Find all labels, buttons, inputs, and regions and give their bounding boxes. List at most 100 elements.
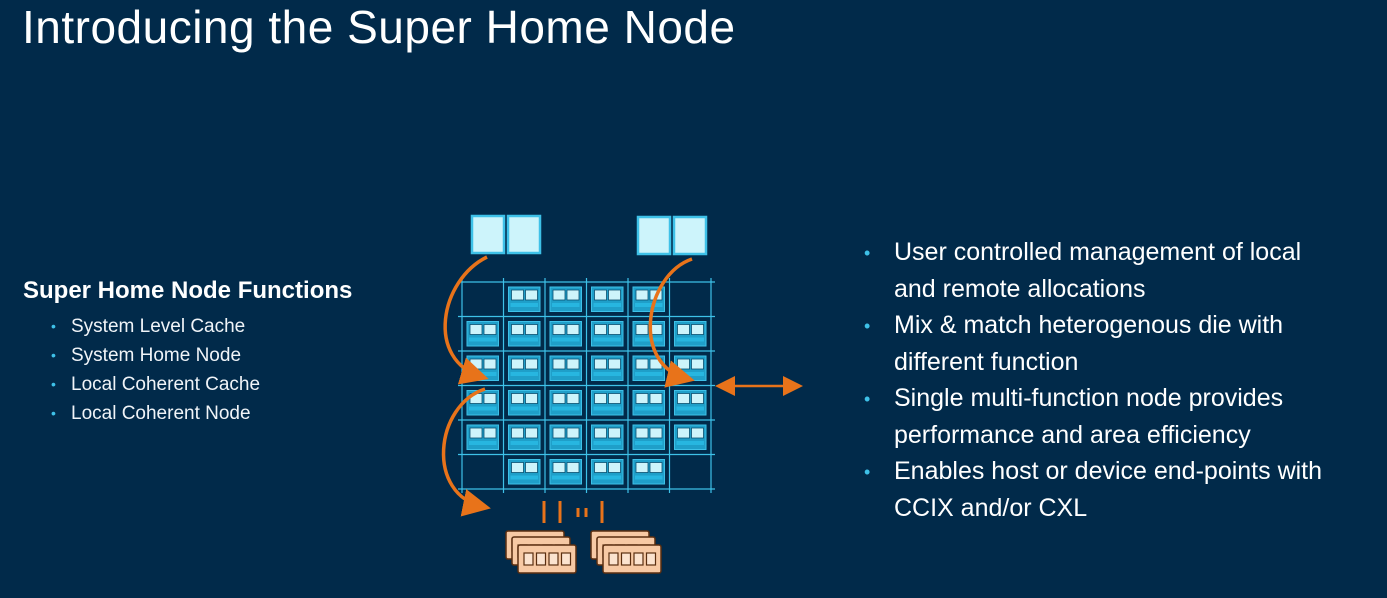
bullet-icon: • bbox=[51, 376, 56, 392]
node-cell bbox=[566, 358, 580, 370]
node-cell bbox=[552, 462, 566, 473]
mesh-node bbox=[591, 286, 624, 312]
node-cell bbox=[552, 358, 566, 370]
node-bar bbox=[635, 441, 663, 445]
mesh-node bbox=[549, 424, 582, 450]
node-cell bbox=[594, 358, 607, 370]
mesh-node bbox=[591, 424, 624, 450]
node-cell bbox=[635, 324, 649, 335]
node-cell bbox=[566, 462, 580, 473]
cache-block bbox=[506, 214, 542, 255]
module-chip bbox=[645, 552, 657, 566]
node-bar bbox=[510, 441, 538, 445]
node-bar bbox=[635, 475, 663, 480]
mesh-node bbox=[466, 321, 499, 347]
node-cell bbox=[635, 289, 649, 301]
mesh-node bbox=[549, 321, 582, 347]
bullet-icon: • bbox=[864, 462, 871, 482]
function-item: •Local Coherent Node bbox=[51, 399, 352, 428]
cache-block bbox=[672, 215, 708, 256]
mesh-node bbox=[508, 424, 541, 450]
node-cell bbox=[525, 358, 538, 370]
node-cell bbox=[525, 427, 538, 439]
node-cell bbox=[635, 393, 649, 404]
module-chip bbox=[523, 552, 534, 566]
node-cell bbox=[677, 393, 690, 404]
cache-block bbox=[470, 214, 506, 255]
flow-arrow bbox=[441, 387, 491, 517]
node-cell bbox=[649, 393, 663, 404]
node-cell bbox=[594, 462, 607, 473]
mesh-node bbox=[632, 459, 665, 485]
node-cell bbox=[649, 427, 663, 439]
slide-title: Introducing the Super Home Node bbox=[22, 1, 736, 53]
mesh-node bbox=[549, 390, 582, 416]
mesh-node bbox=[591, 459, 624, 485]
super-home-node-diagram bbox=[441, 214, 803, 574]
node-cell bbox=[635, 358, 649, 370]
node-bar bbox=[635, 372, 663, 376]
node-cell bbox=[483, 324, 497, 335]
node-bar bbox=[469, 441, 497, 445]
node-cell bbox=[566, 427, 580, 439]
node-bar bbox=[593, 303, 621, 307]
node-cell bbox=[525, 462, 538, 473]
node-bar bbox=[676, 337, 704, 342]
node-bar bbox=[510, 406, 538, 411]
node-cell bbox=[594, 324, 607, 335]
mesh-node bbox=[549, 286, 582, 312]
mesh-node bbox=[508, 390, 541, 416]
function-item: •System Home Node bbox=[51, 341, 352, 370]
bullet-icon: • bbox=[864, 316, 871, 336]
node-cell bbox=[608, 358, 621, 370]
module-chip bbox=[548, 552, 559, 566]
node-cell bbox=[525, 289, 538, 301]
node-cell bbox=[552, 324, 566, 335]
functions-panel: Super Home Node Functions •System Level … bbox=[23, 276, 352, 428]
bullet-icon: • bbox=[51, 347, 56, 363]
node-cell bbox=[608, 462, 621, 473]
benefit-item: •Mix & match heterogenous die with diffe… bbox=[864, 307, 1324, 380]
mesh-node bbox=[549, 355, 582, 381]
node-bar bbox=[552, 441, 580, 445]
mesh-node bbox=[549, 459, 582, 485]
node-cell bbox=[594, 393, 607, 404]
mesh-node bbox=[591, 390, 624, 416]
node-cell bbox=[608, 393, 621, 404]
bullet-icon: • bbox=[864, 243, 871, 263]
node-cell bbox=[483, 427, 497, 439]
node-cell bbox=[483, 393, 497, 404]
mesh-node bbox=[508, 459, 541, 485]
bullet-icon: • bbox=[864, 389, 871, 409]
node-cell bbox=[552, 289, 566, 301]
node-cell bbox=[511, 358, 524, 370]
benefits-list: •User controlled management of local and… bbox=[864, 234, 1324, 526]
module-body bbox=[517, 544, 577, 574]
node-cell bbox=[525, 393, 538, 404]
mesh-node bbox=[508, 321, 541, 347]
node-cell bbox=[552, 393, 566, 404]
node-cell bbox=[608, 289, 621, 301]
memory-modules bbox=[505, 530, 662, 574]
node-bar bbox=[593, 406, 621, 411]
node-bar bbox=[676, 406, 704, 411]
mesh-node bbox=[674, 390, 707, 416]
node-cell bbox=[594, 289, 607, 301]
node-cell bbox=[525, 324, 538, 335]
mesh-node bbox=[674, 321, 707, 347]
node-bar bbox=[510, 475, 538, 480]
node-bar bbox=[469, 406, 497, 411]
bullet-icon: • bbox=[51, 318, 56, 334]
arrows bbox=[441, 255, 803, 523]
node-bar bbox=[593, 475, 621, 480]
node-cell bbox=[552, 427, 566, 439]
node-bar bbox=[469, 337, 497, 342]
node-bar bbox=[552, 303, 580, 307]
node-cell bbox=[511, 289, 524, 301]
node-cell bbox=[566, 324, 580, 335]
mesh-node bbox=[591, 355, 624, 381]
mesh-node bbox=[466, 355, 499, 381]
node-cell bbox=[566, 289, 580, 301]
node-bar bbox=[676, 441, 704, 445]
bullet-icon: • bbox=[51, 405, 56, 421]
